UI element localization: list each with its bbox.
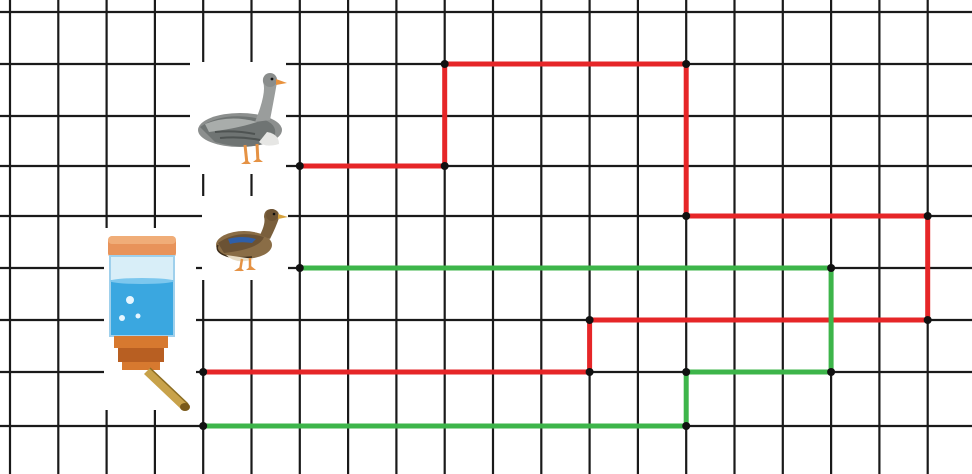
duck-route-path [203,268,831,426]
goose-route-vertex [441,60,449,68]
duck-route-vertex [682,422,690,430]
duck-route-vertex [827,264,835,272]
duck-route-vertex [827,368,835,376]
goose-route-vertex [682,60,690,68]
duck-route-vertex [199,422,207,430]
goose-route-vertex [682,212,690,220]
goose-route-vertex [924,316,932,324]
duck-route-vertex [296,264,304,272]
duck-route-vertex [682,368,690,376]
goose-route-vertex [441,162,449,170]
goose-route-vertex [924,212,932,220]
goose-route-vertex [586,316,594,324]
goose-route-vertex [199,368,207,376]
goose-route-vertex [586,368,594,376]
goose-route-vertex [296,162,304,170]
goose-route-path [203,64,928,372]
